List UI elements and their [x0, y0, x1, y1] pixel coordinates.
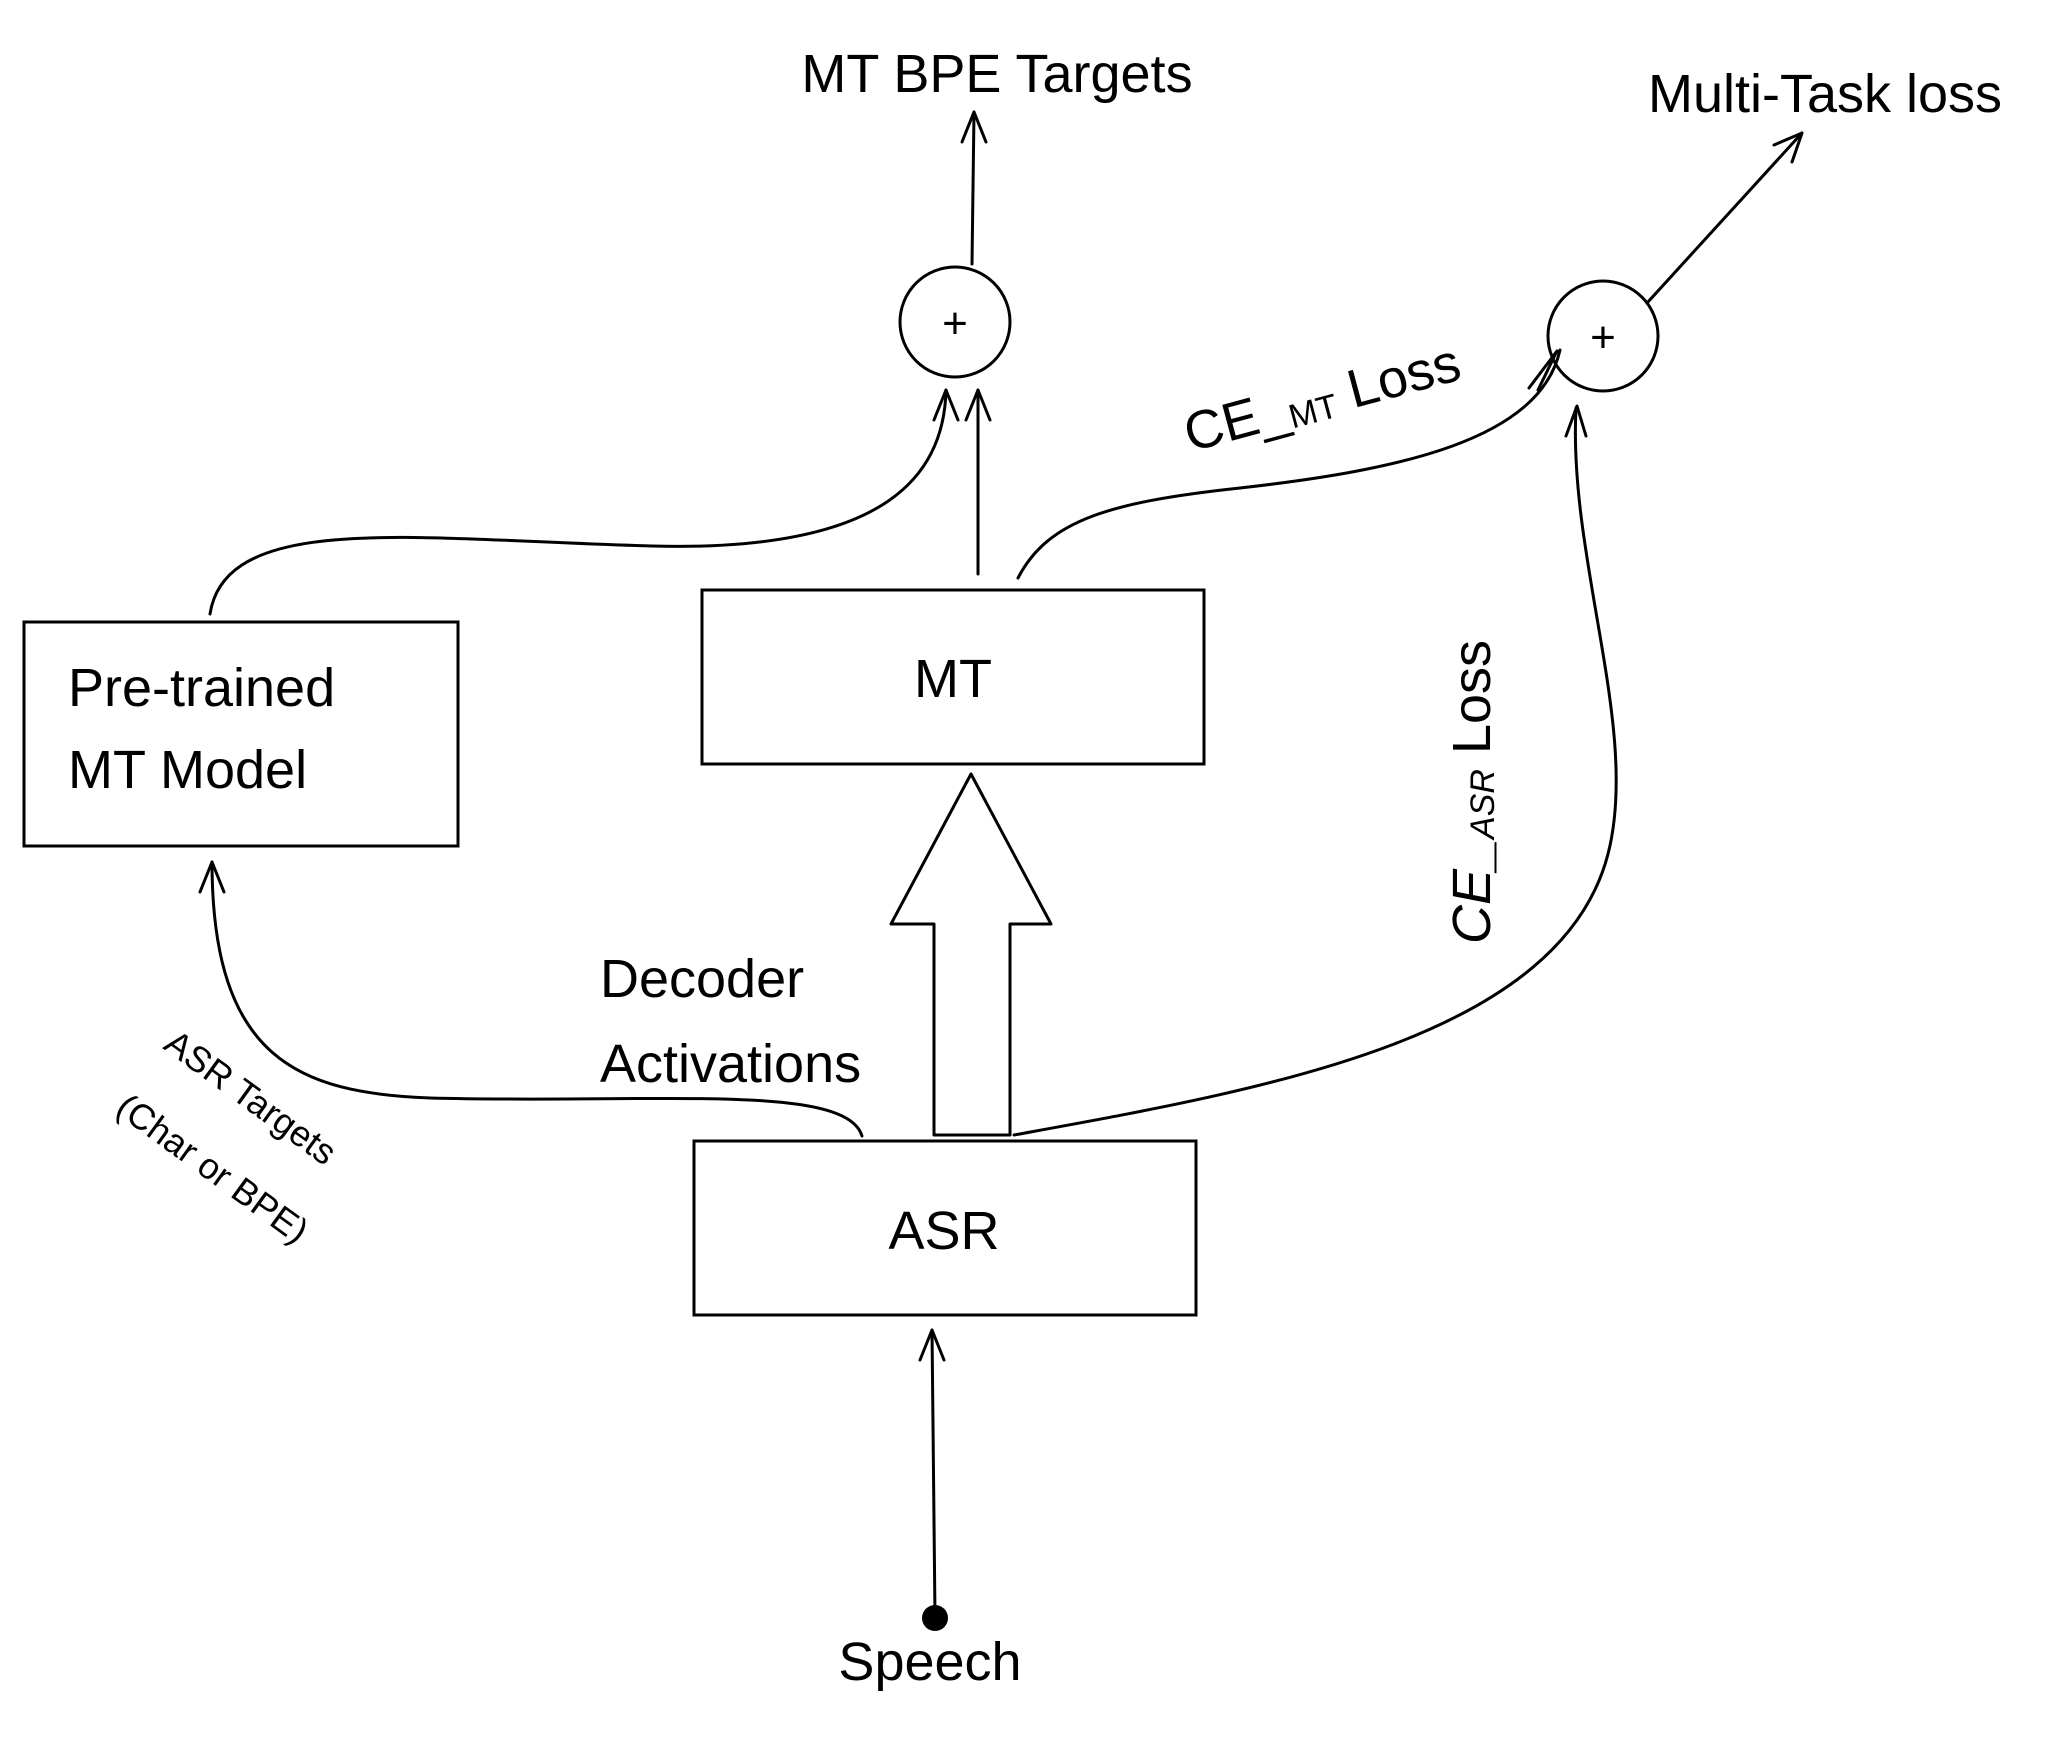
ce-mt-loss-label-suffix: Loss	[1326, 332, 1466, 423]
sum-node-right-label: +	[1590, 313, 1616, 362]
sum-node-right: +	[1546, 279, 1660, 393]
ce-mt-loss-label: CE_MT Loss	[1178, 332, 1467, 463]
pretrained-mt-model-label-line1: Pre-trained	[68, 658, 335, 718]
ce-asr-loss-label-sub: ASR	[1464, 769, 1502, 841]
decoder-activations-label-line1: Decoder	[600, 949, 804, 1009]
mt-to-sum-top-arrowhead	[964, 388, 992, 422]
speech-input: Speech	[838, 1328, 1022, 1692]
decoder-activations-arrow	[889, 772, 1053, 1137]
pretrained-mt-model-node: Pre-trained MT Model	[22, 620, 460, 848]
sum-node-top-label: +	[942, 299, 968, 348]
ce-asr-loss-label-main: CE_	[1442, 839, 1502, 944]
mt-node-label: MT	[914, 649, 992, 709]
pretrained-mt-model-label-line2: MT Model	[68, 740, 307, 800]
sum-top-to-mt-bpe-targets-arrowhead	[960, 110, 988, 144]
ce-asr-loss-label: CE_ASR Loss	[1442, 640, 1502, 944]
ce-mt-loss-connector	[1016, 348, 1562, 580]
sum-right-to-multi-task-loss-arrowhead	[1772, 131, 1804, 164]
ce-asr-loss-label-suffix: Loss	[1442, 640, 1502, 769]
pretrained-to-sum-top-connector	[208, 388, 948, 616]
speech-to-asr-arrowhead	[918, 1328, 946, 1362]
multi-task-loss-label: Multi-Task loss	[1648, 64, 2002, 124]
sum-right-to-multi-task-loss-arrow	[1645, 131, 1804, 305]
asr-node-label: ASR	[888, 1201, 999, 1261]
ce-asr-loss-arrowhead	[1564, 404, 1588, 438]
speech-to-asr-arrow	[930, 1328, 937, 1618]
ce-mt-loss-label-main: CE_	[1178, 378, 1296, 463]
asr-targets-connector	[210, 860, 864, 1138]
mt-node: MT	[700, 588, 1206, 766]
pretrained-to-sum-top-arrowhead	[932, 388, 960, 422]
speech-input-dot	[922, 1605, 948, 1631]
asr-targets-arrowhead	[198, 860, 226, 894]
asr-node: ASR	[692, 1139, 1198, 1317]
sum-top-to-mt-bpe-targets-arrow	[970, 110, 976, 266]
speech-label: Speech	[838, 1632, 1021, 1692]
sum-node-top: +	[898, 265, 1012, 379]
ce-asr-loss-connector	[1012, 406, 1618, 1137]
ce-mt-loss-arrowhead	[1527, 349, 1559, 392]
decoder-activations-label-line2: Activations	[600, 1034, 861, 1094]
mt-bpe-targets-label: MT BPE Targets	[801, 44, 1192, 104]
